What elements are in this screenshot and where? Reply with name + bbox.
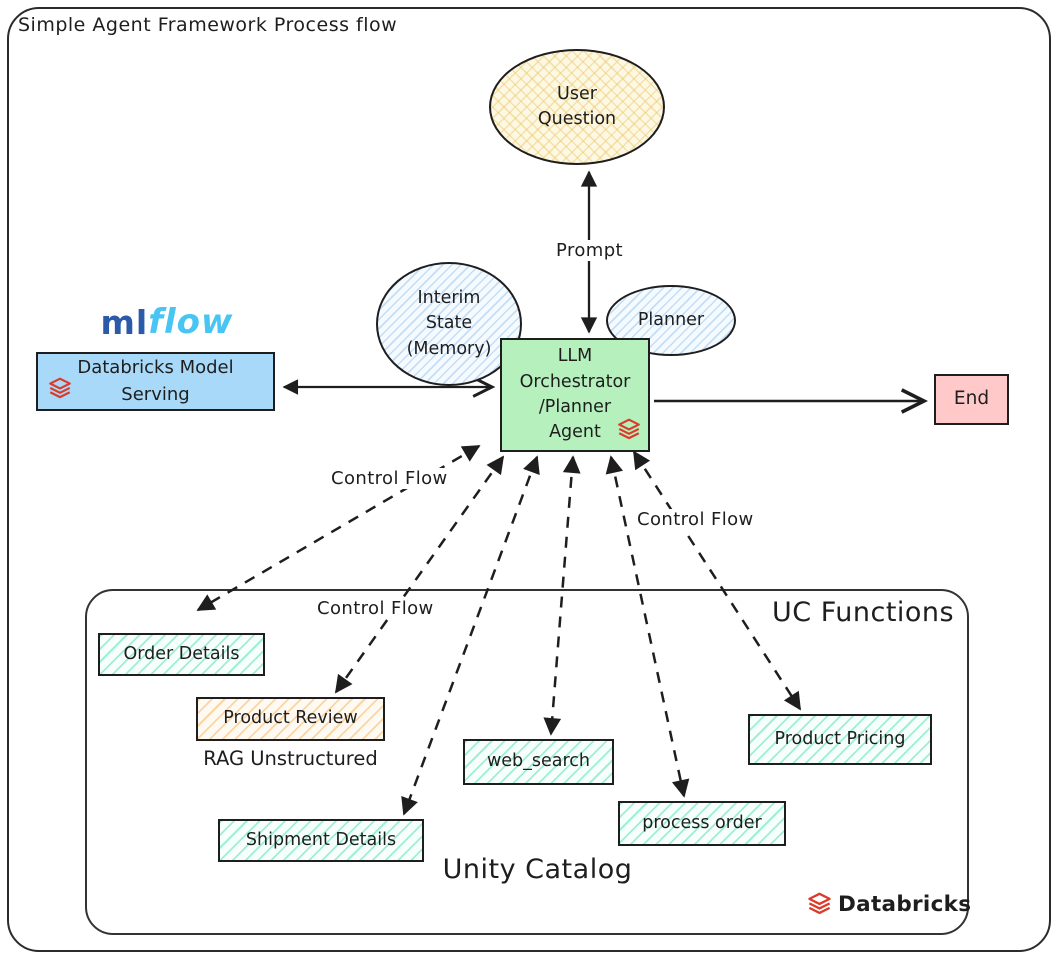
web-search-node: web_search: [463, 739, 614, 785]
product-review-label: Product Review: [223, 708, 358, 729]
diagram-outer-border: [7, 7, 1051, 952]
llm-agent-label: LLM Orchestrator /Planner Agent: [519, 346, 631, 443]
databricks-icon: [806, 891, 833, 918]
control-flow-label-mid: Control Flow: [313, 598, 438, 619]
product-pricing-label: Product Pricing: [774, 728, 906, 749]
model-serving-label: Databricks Model Serving: [77, 357, 234, 405]
databricks-icon: [47, 376, 73, 402]
order-details-label: Order Details: [123, 643, 240, 664]
llm-agent-node: LLM Orchestrator /Planner Agent: [500, 338, 650, 452]
unity-catalog-caption: Unity Catalog: [442, 854, 633, 885]
interim-state-label: Interim State (Memory): [406, 287, 492, 359]
web-search-label: web_search: [486, 751, 591, 772]
rag-unstructured-note: RAG Unstructured: [203, 747, 378, 770]
mlflow-ml-text: ml: [100, 302, 149, 342]
model-serving-node: Databricks Model Serving: [36, 352, 275, 411]
uc-functions-title: UC Functions: [772, 597, 955, 628]
interim-state-node: Interim State (Memory): [376, 262, 522, 386]
databricks-logo: Databricks: [806, 891, 971, 918]
user-question-label: User Question: [537, 83, 617, 129]
databricks-icon: [616, 417, 642, 443]
control-flow-label-right: Control Flow: [633, 509, 758, 530]
product-review-node: Product Review: [196, 697, 385, 741]
shipment-details-label: Shipment Details: [245, 829, 397, 850]
mlflow-flow-text: flow: [148, 302, 234, 342]
process-order-node: process order: [618, 801, 786, 846]
planner-label: Planner: [637, 309, 705, 330]
control-flow-label-left: Control Flow: [327, 468, 452, 489]
end-label: End: [953, 388, 990, 410]
process-order-label: process order: [642, 812, 762, 833]
end-node: End: [934, 374, 1009, 425]
prompt-edge-label: Prompt: [552, 240, 627, 261]
diagram-title: Simple Agent Framework Process flow: [18, 14, 398, 36]
shipment-details-node: Shipment Details: [218, 819, 424, 862]
product-pricing-node: Product Pricing: [748, 714, 932, 765]
user-question-node: User Question: [489, 49, 665, 165]
order-details-node: Order Details: [98, 633, 265, 676]
databricks-wordmark: Databricks: [838, 892, 972, 917]
